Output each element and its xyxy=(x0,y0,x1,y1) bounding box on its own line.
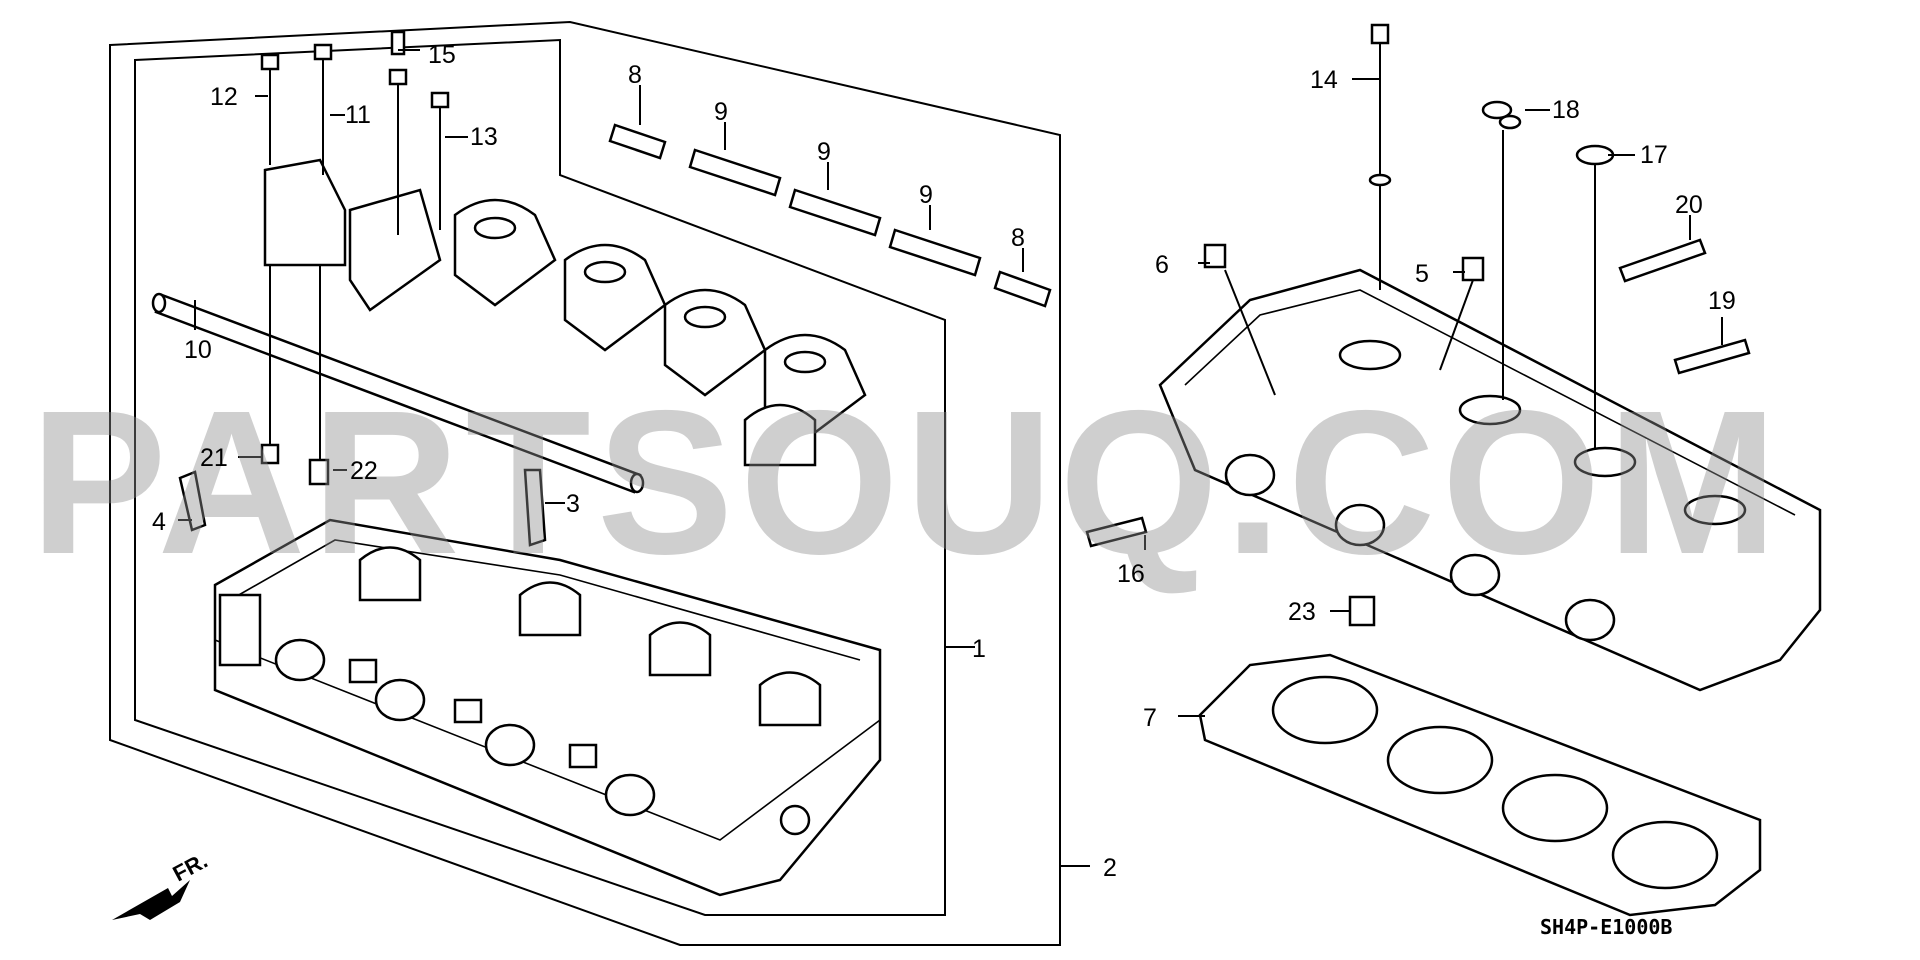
callout-12: 12 xyxy=(210,83,238,111)
callout-14: 14 xyxy=(1310,66,1338,94)
cylinder-head-right xyxy=(1158,268,1822,692)
callout-11: 11 xyxy=(345,101,371,129)
callout-20: 20 xyxy=(1675,191,1703,219)
leader-lines xyxy=(178,49,1723,867)
callout-7: 7 xyxy=(1143,704,1157,732)
callout-9c: 9 xyxy=(919,181,933,209)
callout-6: 6 xyxy=(1155,251,1169,279)
drawing-code: SH4P-E1000B xyxy=(1540,915,1672,939)
small-parts-right xyxy=(1203,100,1615,627)
cylinder-head-left xyxy=(213,518,882,897)
rocker-shaft xyxy=(151,292,645,494)
callout-5: 5 xyxy=(1415,260,1429,288)
collars xyxy=(608,123,1052,308)
callout-10: 10 xyxy=(184,336,212,364)
callout-18: 18 xyxy=(1552,96,1580,124)
callout-labels: 1 2 3 4 5 6 7 8 8 9 9 9 10 11 12 13 14 1… xyxy=(152,41,1736,882)
callout-1: 1 xyxy=(972,635,986,663)
callout-13: 13 xyxy=(470,123,498,151)
front-label: FR. xyxy=(169,848,212,887)
callout-3: 3 xyxy=(566,490,580,518)
callout-9b: 9 xyxy=(817,138,831,166)
callout-15: 15 xyxy=(428,41,456,69)
assembly-outline xyxy=(109,20,1061,946)
callout-9a: 9 xyxy=(714,98,728,126)
callout-19: 19 xyxy=(1708,287,1736,315)
callout-16: 16 xyxy=(1117,560,1145,588)
head-gasket xyxy=(1198,653,1762,917)
callout-8a: 8 xyxy=(628,61,642,89)
callout-21: 21 xyxy=(200,444,228,472)
studs-right xyxy=(1085,23,1751,548)
callout-22: 22 xyxy=(350,457,378,485)
front-direction-arrow: FR. xyxy=(112,848,212,920)
rocker-arm-assembly xyxy=(263,158,867,467)
watermark: PARTSOUQ.COM xyxy=(30,368,1784,597)
callout-2: 2 xyxy=(1103,854,1117,882)
callout-4: 4 xyxy=(152,508,166,536)
dowels xyxy=(178,265,547,547)
callout-23: 23 xyxy=(1288,598,1316,626)
callout-17: 17 xyxy=(1640,141,1668,169)
callout-8b: 8 xyxy=(1011,224,1025,252)
subassembly-outline xyxy=(134,38,946,916)
bolts-left xyxy=(260,30,450,235)
